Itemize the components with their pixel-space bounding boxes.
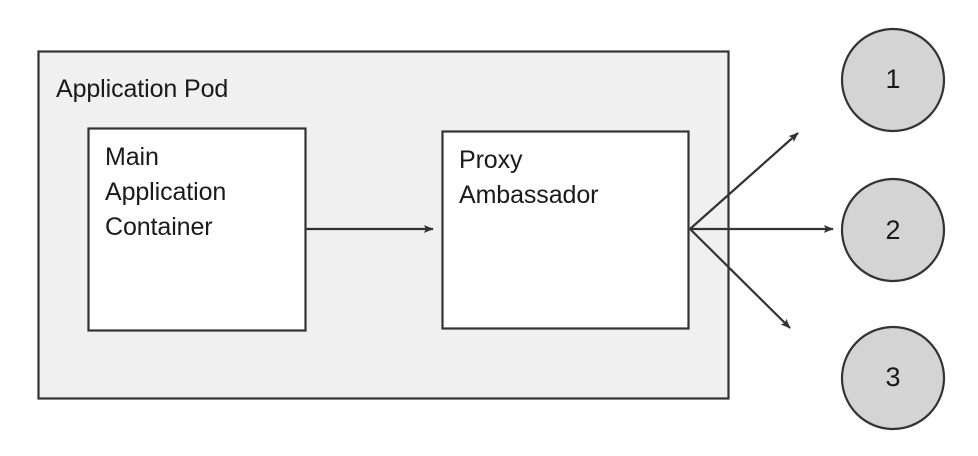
- proxy-ambassador-label: Proxy Ambassador: [459, 146, 599, 209]
- endpoint-circle-3: [840, 325, 946, 431]
- connector-proxy-to-endpoint-3: [689, 228, 791, 329]
- endpoint-circle-1: [840, 27, 946, 133]
- main-application-container-box: [87, 127, 307, 332]
- endpoint-1-label: 1: [885, 64, 901, 94]
- endpoint-circle-2: [840, 177, 946, 283]
- endpoint-3-label: 3: [885, 362, 901, 392]
- endpoint-2-label: 2: [885, 215, 901, 245]
- proxy-ambassador-box: [441, 130, 690, 330]
- main-application-container-label: Main Application Container: [105, 143, 227, 241]
- connector-proxy-to-endpoint-1: [689, 132, 799, 230]
- application-pod-title: Application Pod: [56, 75, 229, 103]
